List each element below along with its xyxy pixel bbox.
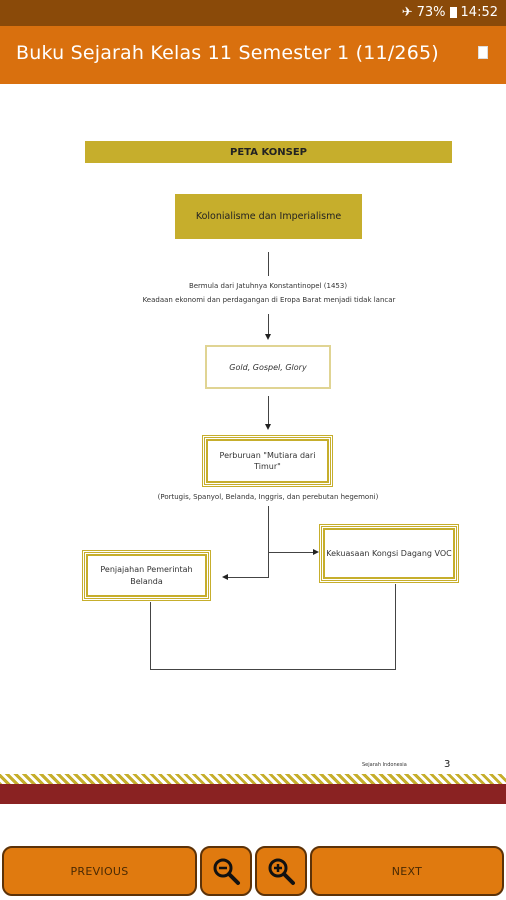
- main-concept-box: Kolonialisme dan Imperialisme: [175, 194, 362, 239]
- connector-line: [395, 584, 396, 670]
- zoom-out-icon: [213, 858, 240, 885]
- zoom-in-icon: [268, 858, 295, 885]
- status-bar: ✈ 73% 14:52: [0, 0, 506, 26]
- book-page: PETA KONSEP Kolonialisme dan Imperialism…: [0, 84, 506, 774]
- arrow-right-icon: [313, 549, 319, 555]
- footer-book-label: Sejarah Indonesia: [362, 762, 407, 768]
- quest-box: Perburuan "Mutiara dari Timur": [202, 435, 333, 487]
- connector-line: [268, 396, 269, 426]
- navigation-controls: PREVIOUS NEXT: [0, 846, 506, 900]
- arrow-down-icon: [265, 424, 271, 430]
- connector-line: [268, 314, 269, 336]
- page-number: 3: [444, 759, 451, 770]
- bookmark-icon[interactable]: [478, 46, 488, 59]
- zoom-in-button[interactable]: [255, 846, 307, 896]
- cause-text-1: Bermula dari Jatuhnya Konstantinopel (14…: [188, 282, 348, 290]
- connector-line: [228, 577, 269, 578]
- app-title: Buku Sejarah Kelas 11 Semester 1 (11/265…: [16, 42, 439, 64]
- connector-line: [269, 552, 314, 553]
- page-banner: PETA KONSEP: [85, 141, 452, 163]
- airplane-icon: ✈: [401, 5, 413, 20]
- decorative-pattern: [0, 774, 506, 786]
- connector-line: [268, 252, 269, 276]
- arrow-left-icon: [222, 574, 228, 580]
- connector-line: [150, 669, 396, 670]
- battery-icon: [449, 7, 457, 18]
- voc-box: Kekuasaan Kongsi Dagang VOC: [319, 524, 459, 583]
- previous-button[interactable]: PREVIOUS: [2, 846, 197, 896]
- decorative-band: [0, 784, 506, 804]
- colonial-government-box: Penjajahan Pemerintah Belanda: [82, 550, 211, 601]
- cause-text-2: Keadaan ekonomi dan perdagangan di Eropa…: [142, 296, 396, 304]
- connector-line: [150, 602, 151, 670]
- decorative-border: [0, 774, 506, 804]
- connector-line: [268, 506, 269, 578]
- motives-box: Gold, Gospel, Glory: [205, 345, 331, 389]
- app-bar: Buku Sejarah Kelas 11 Semester 1 (11/265…: [0, 26, 506, 84]
- clock: 14:52: [460, 5, 498, 20]
- battery-percent: 73%: [416, 5, 446, 20]
- zoom-out-button[interactable]: [200, 846, 252, 896]
- arrow-down-icon: [265, 334, 271, 340]
- nations-text: (Portugis, Spanyol, Belanda, Inggris, da…: [157, 493, 379, 501]
- next-button[interactable]: NEXT: [310, 846, 504, 896]
